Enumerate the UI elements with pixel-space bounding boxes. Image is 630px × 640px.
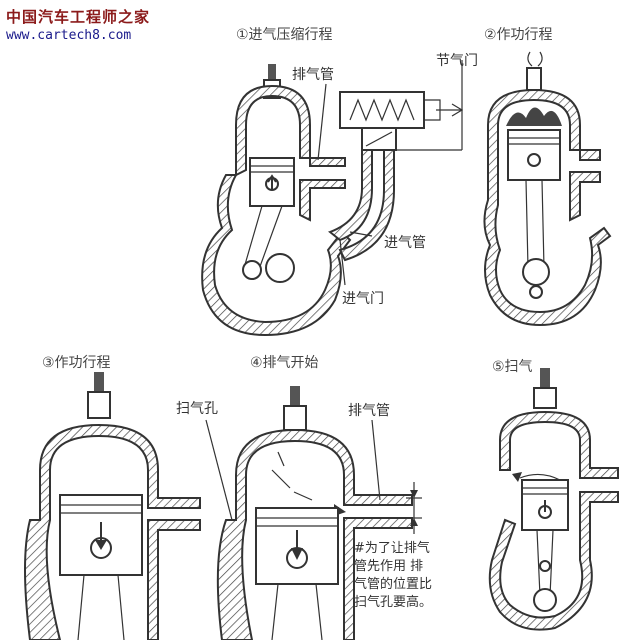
- engine-4-exhaust-begins: [205, 386, 422, 640]
- label-exhaust-pipe-1: 排气管: [292, 67, 334, 83]
- crankshaft-2: [522, 258, 550, 286]
- spark-plug-4: [290, 386, 300, 406]
- note-line-2: 管先作用 排: [354, 559, 424, 574]
- throttle-body: [339, 91, 425, 129]
- note-line-4: 扫气孔要高。: [354, 595, 433, 610]
- step-2-title: ②作功行程: [484, 27, 553, 43]
- engine-5-scavenging: [488, 368, 619, 631]
- step-5-title: ⑤扫气: [492, 359, 533, 375]
- step-4-title: ④排气开始: [250, 355, 319, 371]
- engine-1-intake-compression: [201, 60, 464, 337]
- spark-plug-3: [94, 372, 104, 392]
- note-exhaust-port-height: #为了让排气 管先作用 排 气管的位置比 扫气孔要高。: [354, 540, 484, 612]
- crankshaft-5: [533, 588, 557, 612]
- exhaust-flow-arrows: [271, 451, 335, 511]
- watermark-url: www.cartech8.com: [6, 28, 132, 43]
- engine-3-power-stroke: [24, 372, 201, 640]
- step-1-title: ①进气压缩行程: [236, 27, 333, 43]
- crankshaft-1: [265, 253, 295, 283]
- note-line-1: #为了让排气: [354, 541, 430, 556]
- label-intake-pipe: 进气管: [384, 235, 426, 251]
- watermark-site-name: 中国汽车工程师之家: [6, 8, 151, 26]
- spark-plug-1: [268, 64, 276, 80]
- spark-plug-2: [526, 67, 542, 91]
- label-throttle: 节气门: [436, 53, 478, 69]
- step-3-title: ③作功行程: [42, 355, 111, 371]
- engine-2-power-stroke: [483, 51, 612, 327]
- scavenge-flow-arrows: [519, 473, 561, 481]
- label-intake-valve: 进气门: [342, 291, 384, 307]
- combustion-flame: [506, 107, 562, 126]
- crank-pin-1: [242, 260, 262, 280]
- spark-plug-5: [540, 368, 550, 388]
- note-line-3: 气管的位置比: [354, 577, 433, 592]
- label-scavenge-port: 扫气孔: [176, 401, 218, 417]
- label-exhaust-pipe-4: 排气管: [348, 403, 390, 419]
